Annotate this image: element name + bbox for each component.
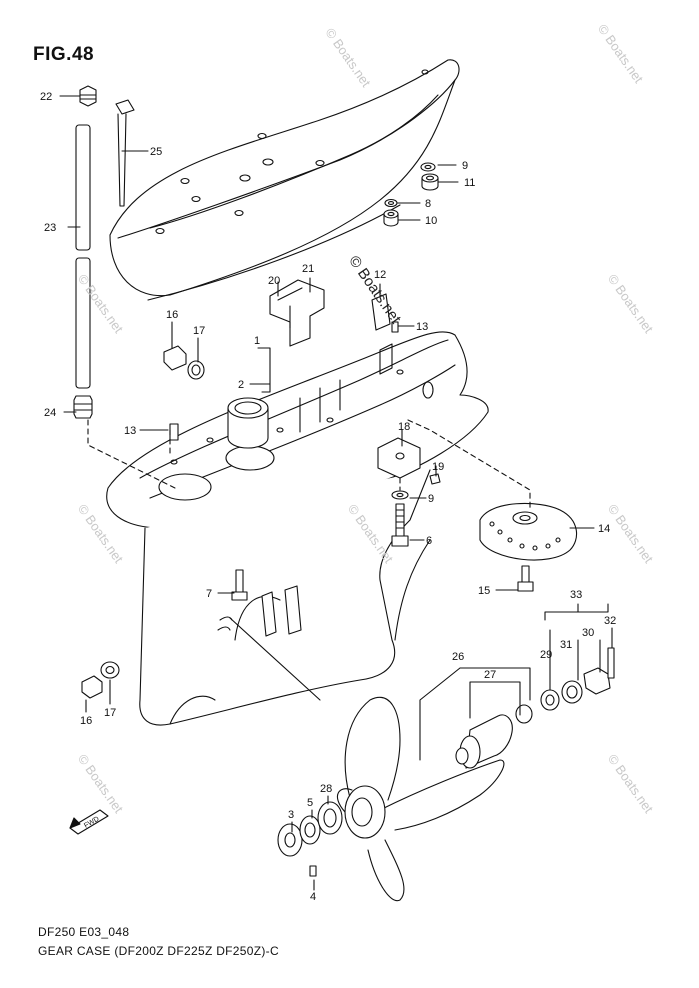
part-label-30[interactable]: 30 [582, 627, 594, 639]
watermark-2: © Boats.net [595, 21, 647, 86]
part-label-16-top[interactable]: 16 [166, 309, 178, 321]
diagram-caption: GEAR CASE (DF200Z DF225Z DF250Z)-C [38, 944, 279, 958]
part-label-16-bottom[interactable]: 16 [80, 715, 92, 727]
fwd-arrow-label: FWD [83, 816, 100, 830]
part-label-13-side[interactable]: 13 [124, 425, 136, 437]
gear-case-cover [109, 59, 460, 301]
part-label-19[interactable]: 19 [432, 461, 444, 473]
watermark-9: © Boats.net [605, 751, 657, 816]
part-label-11[interactable]: 11 [464, 177, 475, 189]
figure-title: FIG.48 [33, 44, 95, 65]
part-label-29[interactable]: 29 [540, 649, 552, 661]
part-label-18[interactable]: 18 [398, 421, 410, 433]
part-label-12[interactable]: 12 [374, 269, 386, 281]
part-label-6[interactable]: 6 [426, 535, 432, 547]
leader-lines [59, 95, 613, 891]
part-label-1[interactable]: 1 [254, 335, 260, 347]
propeller-bushing [455, 714, 513, 769]
part-label-17-top[interactable]: 17 [193, 325, 205, 337]
drain-plug-upper [163, 345, 205, 380]
part-label-14[interactable]: 14 [598, 523, 610, 535]
part-label-22[interactable]: 22 [40, 91, 52, 103]
drain-plug-lower [81, 661, 120, 699]
watermark-7: © Boats.net [605, 501, 657, 566]
bolts [231, 503, 534, 601]
propeller [336, 697, 505, 902]
part-label-2[interactable]: 2 [238, 379, 244, 391]
washers-top-right [383, 162, 439, 227]
part-label-5[interactable]: 5 [307, 797, 313, 809]
watermark-1: © Boats.net [322, 25, 374, 90]
watermark-4: © Boats.net [605, 271, 657, 336]
anode-parts [269, 279, 399, 347]
alignment-lines [87, 419, 531, 511]
model-code: DF250 E03_048 [38, 925, 130, 939]
shift-rod-assembly [73, 85, 135, 419]
part-label-7[interactable]: 7 [206, 588, 212, 600]
part-label-23[interactable]: 23 [44, 222, 56, 234]
part-label-13-top[interactable]: 13 [416, 321, 428, 333]
trim-tab [479, 502, 578, 561]
thrust-washer-parts [277, 801, 343, 877]
part-label-27[interactable]: 27 [484, 669, 496, 681]
part-label-24[interactable]: 24 [44, 407, 56, 419]
part-label-33[interactable]: 33 [570, 589, 582, 601]
watermark-8: © Boats.net [75, 751, 127, 816]
housing-side-fittings [169, 423, 441, 500]
part-label-31[interactable]: 31 [560, 639, 572, 651]
part-label-4[interactable]: 4 [310, 891, 316, 903]
part-label-10[interactable]: 10 [425, 215, 437, 227]
part-label-21[interactable]: 21 [302, 263, 314, 275]
part-label-17-bottom[interactable]: 17 [104, 707, 116, 719]
gear-housing-lower [139, 469, 431, 726]
part-label-20[interactable]: 20 [268, 275, 280, 287]
part-label-32[interactable]: 32 [604, 615, 616, 627]
part-label-9-side[interactable]: 9 [428, 493, 434, 505]
forward-direction-arrow [69, 809, 109, 835]
part-label-25[interactable]: 25 [150, 146, 162, 158]
propeller-nut-parts [515, 647, 615, 724]
part-label-3[interactable]: 3 [288, 809, 294, 821]
part-label-8[interactable]: 8 [425, 198, 431, 210]
part-label-15[interactable]: 15 [478, 585, 490, 597]
part-label-9-top[interactable]: 9 [462, 160, 468, 172]
part-label-28[interactable]: 28 [320, 783, 332, 795]
gear-housing-upper [106, 331, 489, 529]
part-label-26[interactable]: 26 [452, 651, 464, 663]
part-number-labels: 22 25 23 24 9 11 8 10 20 21 12 13 16 17 … [40, 91, 616, 903]
